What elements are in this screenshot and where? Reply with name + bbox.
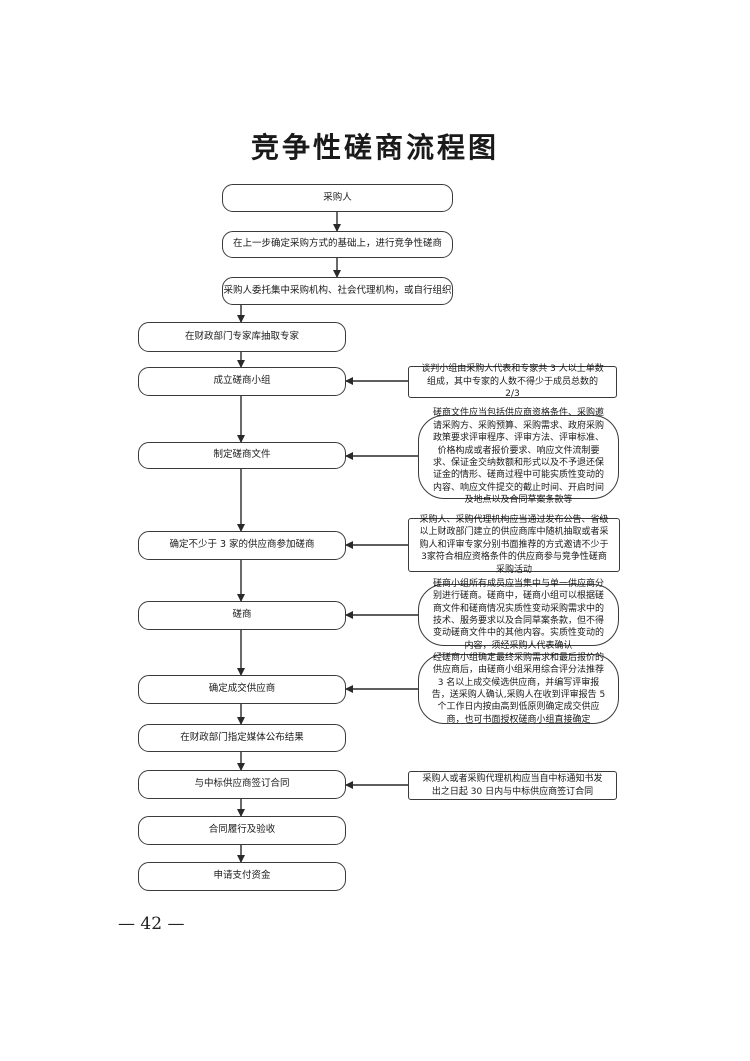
note-text: 采购人、采购代理机构应当通过发布公告、省级以上财政部门建立的供应商库中随机抽取或… — [419, 514, 609, 575]
step-entrust-agency: 采购人委托集中采购机构、社会代理机构，或自行组织 — [222, 277, 453, 305]
note-sign-contract: 采购人或者采购代理机构应当自中标通知书发出之日起 30 日内与中标供应商签订合同 — [408, 771, 617, 800]
step-contract-acceptance: 合同履行及验收 — [138, 816, 346, 845]
step-apply-payment: 申请支付资金 — [138, 862, 346, 891]
note-text: 磋商小组所有成员应当集中与单一供应商分别进行磋商。磋商中，磋商小组可以根据磋商文… — [432, 578, 604, 651]
page-number: — 42 — — [118, 914, 185, 934]
step-prepare-documents: 制定磋商文件 — [138, 442, 346, 469]
page-title: 竞争性磋商流程图 — [250, 131, 499, 164]
note-text: 磋商文件应当包括供应商资格条件、采购邀请采购方、采购预算、采购需求、政府采购政策… — [432, 408, 604, 506]
note-text: 经磋商小组确定最终采购需求和最后报价的供应商后，由磋商小组采用综合评分法推荐 3… — [431, 652, 606, 725]
step-determine-supplier: 确定成交供应商 — [138, 675, 346, 704]
note-text: 谈判小组由采购人代表和专家共 3 人以上单数组成，其中专家的人数不得少于成员总数… — [421, 364, 604, 400]
step-publish-results: 在财政部门指定媒体公布结果 — [138, 724, 346, 752]
note-negotiation-rules: 磋商小组所有成员应当集中与单一供应商分别进行磋商。磋商中，磋商小组可以根据磋商文… — [418, 579, 619, 651]
step-competitive-negotiation: 在上一步确定采购方式的基础上，进行竞争性磋商 — [222, 231, 453, 258]
step-sign-contract: 与中标供应商签订合同 — [138, 770, 346, 799]
step-negotiation: 磋商 — [138, 601, 346, 630]
step-draw-experts: 在财政部门专家库抽取专家 — [138, 322, 346, 352]
note-panel-composition: 谈判小组由采购人代表和专家共 3 人以上单数组成，其中专家的人数不得少于成员总数… — [408, 364, 617, 400]
note-document-contents: 磋商文件应当包括供应商资格条件、采购邀请采购方、采购预算、采购需求、政府采购政策… — [418, 408, 619, 505]
note-invite-suppliers: 采购人、采购代理机构应当通过发布公告、省级以上财政部门建立的供应商库中随机抽取或… — [408, 515, 620, 575]
note-text: 采购人或者采购代理机构应当自中标通知书发出之日起 30 日内与中标供应商签订合同 — [422, 774, 603, 797]
note-determine-supplier: 经磋商小组确定最终采购需求和最后报价的供应商后，由磋商小组采用综合评分法推荐 3… — [418, 652, 619, 725]
step-form-panel: 成立磋商小组 — [138, 367, 346, 396]
step-select-suppliers: 确定不少于 3 家的供应商参加磋商 — [138, 531, 346, 560]
step-purchaser: 采购人 — [222, 184, 453, 212]
